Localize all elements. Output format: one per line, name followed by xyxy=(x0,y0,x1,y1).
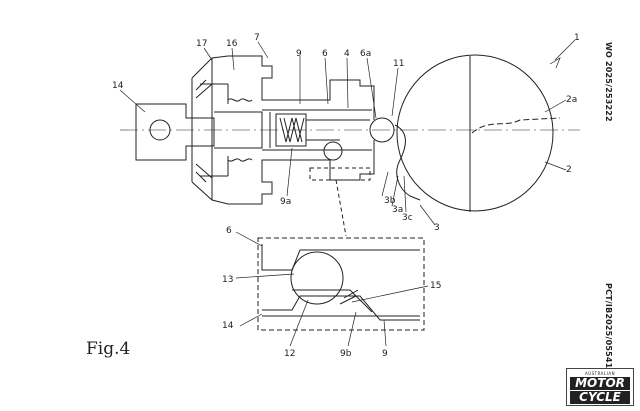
spring-16 xyxy=(227,98,253,162)
label-3c: 3c xyxy=(402,213,413,223)
label-6a: 6a xyxy=(360,49,371,59)
detail-label-13: 13 xyxy=(222,275,233,285)
detail-label-9: 9 xyxy=(382,349,388,359)
cam-disk xyxy=(396,54,554,212)
application-number: PCT/IB2025/055414 xyxy=(604,283,613,375)
detail-label-9b: 9b xyxy=(340,349,352,359)
label-3b: 3b xyxy=(384,196,396,206)
publisher-logo: AUSTRALIAN MOTOR CYCLE xyxy=(566,368,634,406)
label-6: 6 xyxy=(322,49,328,59)
label-7: 7 xyxy=(254,33,260,43)
label-2a: 2a xyxy=(566,95,577,105)
label-3: 3 xyxy=(434,223,440,233)
small-ball xyxy=(323,141,343,161)
label-3a: 3a xyxy=(392,205,403,215)
detail-view xyxy=(257,237,425,331)
plunger-part xyxy=(306,119,370,141)
detail-label-14: 14 xyxy=(222,321,234,331)
label-9: 9 xyxy=(296,49,302,59)
publication-number: WO 2025/253222 xyxy=(604,42,613,122)
label-17: 17 xyxy=(196,39,207,49)
detail-label-6: 6 xyxy=(226,226,232,236)
detail-label-15: 15 xyxy=(430,281,441,291)
logo-bottom-text: CYCLE xyxy=(570,391,630,404)
housing-part xyxy=(191,55,375,205)
lever-part xyxy=(135,103,215,161)
leader-1 xyxy=(554,39,576,61)
label-14: 14 xyxy=(112,81,124,91)
figure-caption: Fig.4 xyxy=(86,339,130,359)
label-11: 11 xyxy=(393,59,404,69)
logo-top-text: AUSTRALIAN xyxy=(584,371,616,376)
detail-label-12: 12 xyxy=(284,349,295,359)
label-1: 1 xyxy=(574,33,580,43)
label-16: 16 xyxy=(226,39,238,49)
logo-mid-text: MOTOR xyxy=(570,377,630,390)
label-4: 4 xyxy=(344,49,350,59)
label-2: 2 xyxy=(566,165,572,175)
label-9a: 9a xyxy=(280,197,291,207)
